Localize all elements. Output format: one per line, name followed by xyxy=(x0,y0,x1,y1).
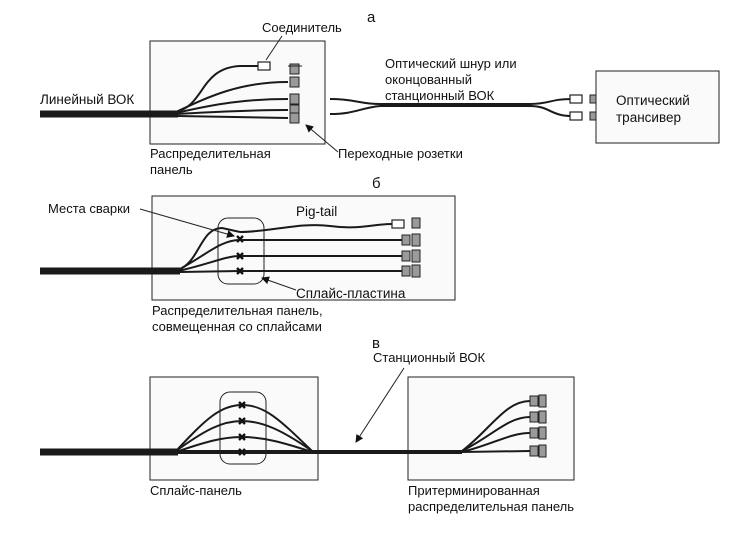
linear-cable-label: Линейный ВОК xyxy=(40,92,134,107)
preterm-fiber-1 xyxy=(461,400,531,452)
weld-icon xyxy=(236,252,244,260)
section-c-letter: в xyxy=(372,335,380,352)
preterm-fiber-4 xyxy=(461,450,531,453)
socket-icon xyxy=(529,411,539,423)
section-a: а Соедините xyxy=(40,9,720,177)
station-cable-pointer xyxy=(355,367,405,443)
socket-icon xyxy=(289,112,300,124)
preterm-fiber-3 xyxy=(461,432,531,453)
socket-icon xyxy=(401,265,411,277)
connector-icon xyxy=(569,111,583,121)
weld-marks xyxy=(238,401,246,456)
pigtail-label: Pig-tail xyxy=(296,204,337,219)
transceiver-label-line2: трансивер xyxy=(616,110,681,125)
splice-plate-label: Сплайс-пластина xyxy=(296,286,406,301)
socket-icon xyxy=(411,233,421,247)
weld-icon xyxy=(238,433,246,441)
cord-left-fan-top xyxy=(329,98,381,105)
cord-right-fan-top xyxy=(529,98,573,105)
section-b: б Места сварки Pig-tail xyxy=(40,175,456,334)
cord-label-line2: оконцованный xyxy=(385,72,472,87)
splice-plate xyxy=(219,391,267,465)
socket-icon xyxy=(289,76,300,88)
weld-icon xyxy=(236,267,244,275)
splice-panel-box xyxy=(149,376,319,481)
socket-icon xyxy=(401,250,411,262)
fiber-4 xyxy=(179,270,241,273)
section-a-letter: а xyxy=(367,9,376,26)
weld-icon xyxy=(238,417,246,425)
section-c: в Ст xyxy=(40,335,575,514)
cord-label-line1: Оптический шнур или xyxy=(385,56,517,71)
adapter-sockets xyxy=(288,63,302,124)
connector-pointer xyxy=(265,35,283,61)
socket-icon xyxy=(289,93,300,105)
adapters-pointer xyxy=(305,124,339,153)
fiber-3 xyxy=(175,109,289,115)
distribution-panel-with-splices-box xyxy=(151,195,456,301)
connector-label: Соединитель xyxy=(262,20,342,35)
socket-icon xyxy=(401,234,411,246)
fiber-2 xyxy=(175,98,289,114)
preterm-panel-label-line2: распределительная панель xyxy=(408,499,574,514)
panel-label-line2: панель xyxy=(150,162,193,177)
distribution-panel-box xyxy=(149,40,326,145)
preterm-sockets xyxy=(529,394,547,458)
transceiver-label-line1: Оптический xyxy=(616,93,690,108)
preterminated-panel-box xyxy=(407,376,575,481)
splice-plate xyxy=(217,217,265,285)
station-cable-label: Станционный ВОК xyxy=(373,350,485,365)
socket-icon xyxy=(529,427,539,439)
connector-icon xyxy=(391,219,405,229)
socket-icon xyxy=(589,111,597,121)
socket-icon xyxy=(529,395,539,407)
cord-left-fan-bottom xyxy=(329,105,381,115)
panel-label-line1: Распределительная xyxy=(150,146,271,161)
socket-icon xyxy=(538,394,547,408)
cord-right-fan-bottom xyxy=(529,105,573,117)
socket-icon xyxy=(589,94,597,104)
fiber-3 xyxy=(177,255,241,272)
preterm-fiber-2 xyxy=(461,416,531,452)
splice-points-label: Места сварки xyxy=(48,201,130,216)
transceiver-box xyxy=(595,70,720,144)
connector-icon xyxy=(569,94,583,104)
splice-plate-pointer xyxy=(261,276,297,291)
adapters-label: Переходные розетки xyxy=(338,146,463,161)
socket-icon xyxy=(538,444,547,458)
weld-icon xyxy=(238,448,246,456)
panel-splices-label-line2: совмещенная со сплайсами xyxy=(152,319,322,334)
pigtail-fiber xyxy=(239,223,393,233)
connector-icon xyxy=(257,61,271,71)
fiber-4 xyxy=(177,115,289,119)
splice-points-pointer xyxy=(139,208,235,238)
socket-icon xyxy=(411,217,421,229)
preterm-panel-label-line1: Притерминированная xyxy=(408,483,540,498)
socket-icon xyxy=(411,264,421,278)
socket-icon xyxy=(538,426,547,440)
splice-panel-label: Сплайс-панель xyxy=(150,483,242,498)
fiber-2 xyxy=(177,239,241,271)
panel-splices-label-line1: Распределительная панель, xyxy=(152,303,323,318)
socket-icon xyxy=(289,63,300,75)
cord-label-line3: станционный ВОК xyxy=(385,88,495,103)
section-b-letter: б xyxy=(372,175,381,192)
socket-icon xyxy=(411,249,421,263)
weld-icon xyxy=(238,401,246,409)
socket-icon xyxy=(538,410,547,424)
socket-icon xyxy=(529,445,539,457)
fiber-1 xyxy=(175,81,289,113)
